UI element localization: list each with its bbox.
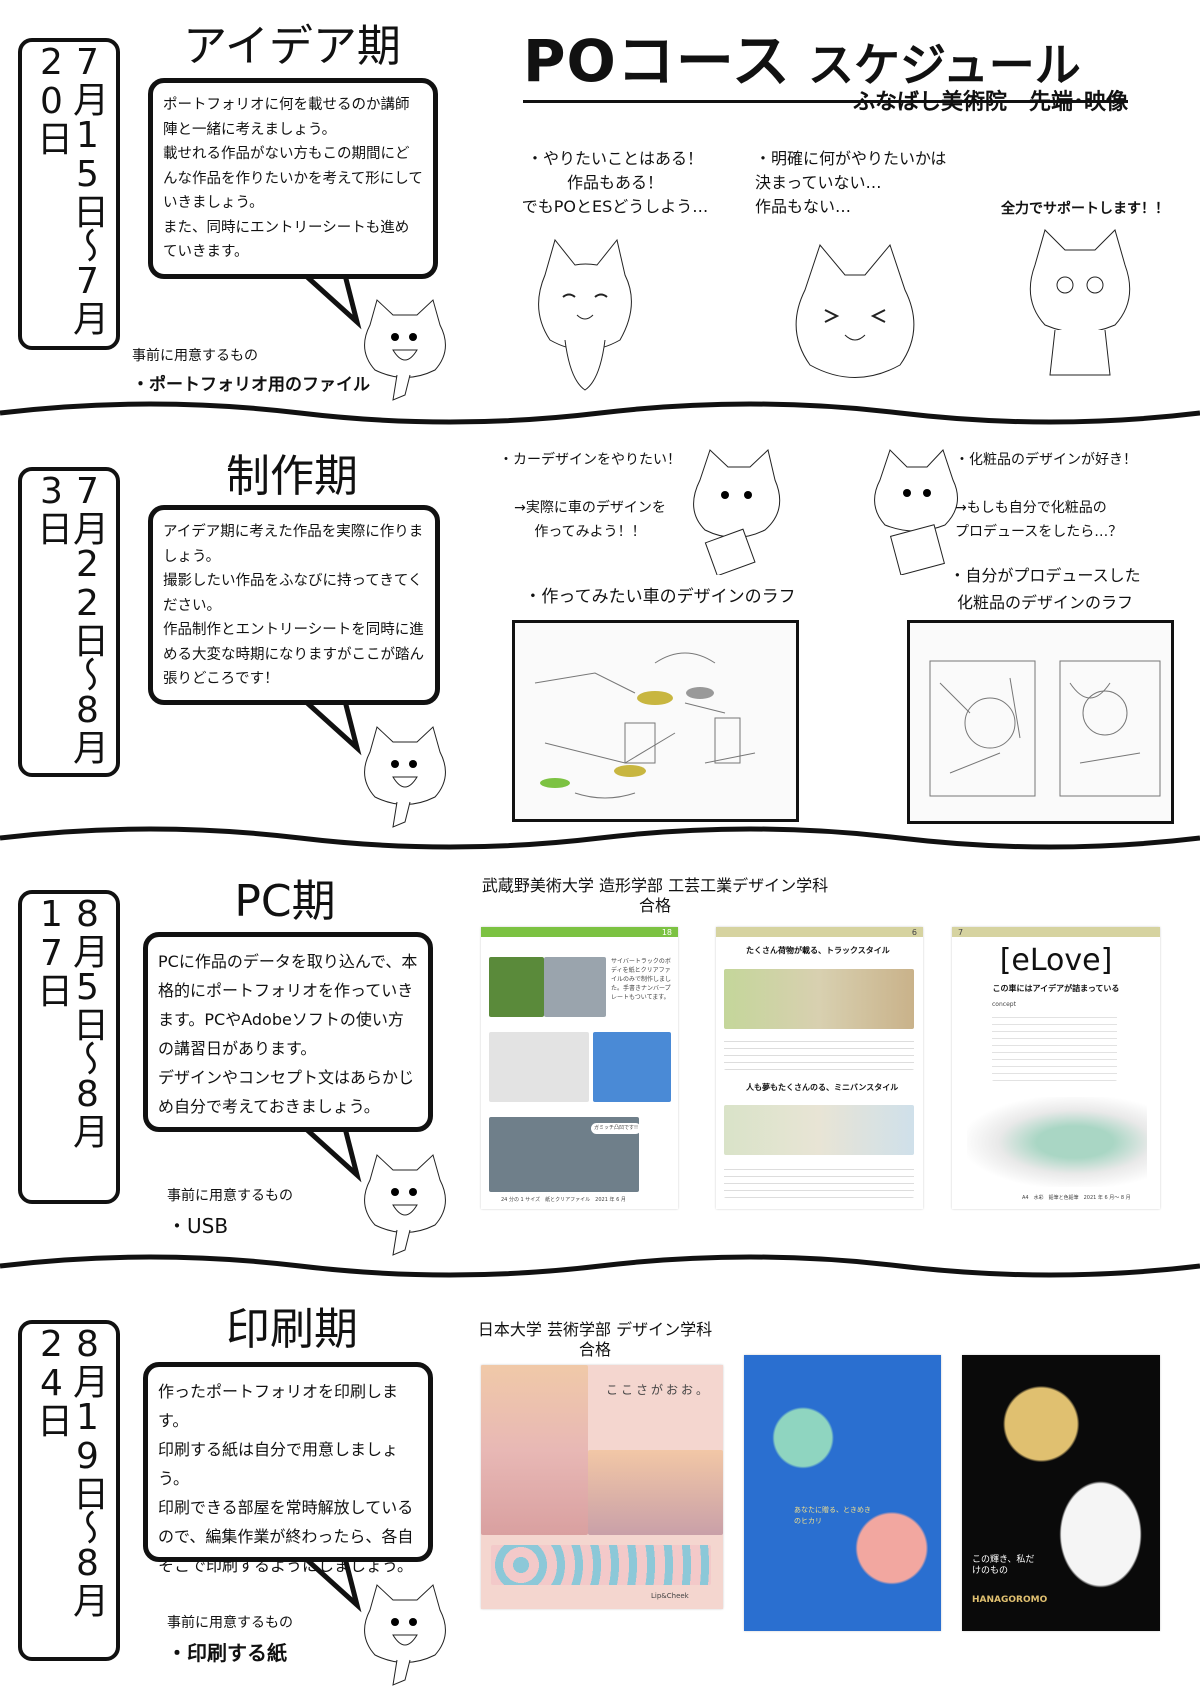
example-car-text: ・カーデザインをやりたい！ →実際に車のデザインを 作ってみよう！！ — [499, 452, 681, 540]
result-musashino: 武蔵野美術大学 造形学部 工芸工業デザイン学科 合格 — [481, 876, 829, 915]
speech-bubble-production: アイデア期に考えた作品を実際に作りましょう。 撮影したい作品をふなびに持ってきて… — [148, 505, 440, 705]
cat-happy-illustration — [538, 238, 632, 391]
page-footer: A4 水彩 鉛筆と色鉛筆 2021 年 6 月〜 8 月 — [1022, 1195, 1131, 1201]
cat-mascot-icon — [364, 299, 446, 401]
date-text: 8月19日〜8月24日 — [31, 1324, 108, 1616]
date-text: 8月5日〜8月17日 — [31, 894, 108, 1147]
portfolio-page-cybertruck: 18 サイバートラックのボディを紙とクリアファイルのみで制作しました。手書きナン… — [481, 927, 678, 1209]
portfolio-work-hanagoromo: この輝き、私だけのもの HANAGOROMO — [962, 1355, 1160, 1631]
prep-item: ・ポートフォリオ用のファイル — [132, 375, 370, 395]
prep-item: ・USB — [167, 1214, 229, 1238]
speech-bubble-printing: 作ったポートフォリオを印刷します。 印刷する紙は自分で用意しましょう。 印刷でき… — [143, 1362, 433, 1575]
intro-support: 全力でサポートします！！ — [1001, 201, 1169, 217]
prep-label: 事前に用意するもの — [167, 1188, 293, 1204]
car-sketch-image — [512, 620, 799, 822]
page-number: 7 — [958, 928, 964, 937]
date-text: 7月15日〜7月20日 — [31, 42, 108, 334]
date-box-production: 7月22日〜8月3日 — [18, 467, 120, 777]
section-divider — [0, 401, 1200, 425]
work-sub: HANAGOROMO — [972, 1595, 1048, 1605]
cosmetics-sketch-image — [907, 620, 1174, 824]
speech-bubble-idea: ポートフォリオに何を載せるのか講師陣と一緒に考えましょう。 載せれる作品がない方… — [148, 78, 438, 279]
example-car-caption: ・作ってみたい車のデザインのラフ — [524, 587, 796, 607]
date-box-idea: 7月15日〜7月20日 — [18, 38, 120, 350]
work-text: ここさがおお。 — [606, 1383, 712, 1397]
cat-teacher-illustration — [1029, 229, 1131, 376]
work-text: あなたに贈る、ときめきのヒカリ — [794, 1506, 871, 1525]
prep-item: ・印刷する紙 — [167, 1641, 287, 1665]
cat-mascot-icon — [364, 1584, 446, 1686]
page-bubble: ガミッチ凸凹です!! — [591, 1123, 642, 1134]
section-title-production: 制作期 — [226, 451, 358, 502]
page-number: 18 — [661, 928, 672, 937]
intro-case1: ・やりたいことはある！ 作品もある！ でもPOとESどうしよう… — [521, 149, 709, 216]
date-text: 7月22日〜8月3日 — [31, 471, 108, 763]
date-box-pc: 8月5日〜8月17日 — [18, 890, 120, 1204]
page-heading: たくさん荷物が載る、トラックスタイル — [746, 946, 890, 955]
bubble-tail — [303, 699, 362, 756]
work-sub: Lip&Cheek — [651, 1592, 689, 1600]
cat-car-designer-illustration — [693, 449, 781, 575]
page-title: POコース スケジュール — [523, 14, 1128, 103]
page-number: 6 — [911, 928, 917, 937]
section-title-printing: 印刷期 — [226, 1304, 358, 1355]
portfolio-page-elove: 7 [eLove] この車にはアイデアが詰まっている concept A4 水彩… — [952, 927, 1160, 1209]
portfolio-page-truck-style: 6 たくさん荷物が載る、トラックスタイル 人も夢もたくさんのる、ミニバンスタイル — [716, 927, 923, 1209]
prep-label: 事前に用意するもの — [167, 1615, 293, 1631]
portfolio-work-lipcheek: ここさがおお。 Lip&Cheek — [481, 1365, 723, 1609]
section-title-pc: PC期 — [234, 876, 336, 927]
page-heading: この車にはアイデアが詰まっている — [992, 984, 1120, 993]
cat-mascot-icon — [364, 726, 446, 828]
prep-label: 事前に用意するもの — [132, 348, 258, 364]
result-nihon: 日本大学 芸術学部 デザイン学科 合格 — [477, 1320, 713, 1359]
cat-cosmetics-illustration — [874, 449, 958, 575]
title-suffix: スケジュール — [808, 38, 1081, 92]
portfolio-work-blue-poster: あなたに贈る、ときめきのヒカリ — [744, 1355, 941, 1631]
date-box-printing: 8月19日〜8月24日 — [18, 1320, 120, 1661]
cat-mascot-icon — [364, 1154, 446, 1256]
section-divider — [0, 1254, 1200, 1278]
page-footer: 24 分の 1 サイズ 紙とクリアファイル 2021 年 6 月 — [501, 1197, 626, 1203]
elove-logo: [eLove] — [999, 943, 1113, 978]
bubble-tail — [303, 273, 362, 330]
concept-label: concept — [992, 1001, 1016, 1008]
subtitle: ふなばし美術院 先端･映像 — [852, 90, 1128, 115]
example-cosmetics-text: ・化粧品のデザインが好き！ →もしも自分で化粧品の プロデュースをしたら…？ — [955, 452, 1137, 540]
intro-case2: ・明確に何がやりたいかは 決まっていない… 作品もない… — [755, 149, 947, 216]
page-heading: 人も夢もたくさんのる、ミニバンスタイル — [746, 1083, 899, 1092]
work-text: この輝き、私だけのもの — [972, 1555, 1035, 1576]
page-text: サイバートラックのボディを紙とクリアファイルのみで制作しました。手書きナンバープ… — [611, 958, 672, 1001]
bubble-tail — [303, 1126, 362, 1183]
cat-crying-illustration — [795, 243, 915, 378]
bubble-tail — [303, 1556, 362, 1613]
speech-bubble-pc: PCに作品のデータを取り込んで、本格的にポートフォリオを作っていきます。PCやA… — [143, 932, 433, 1132]
section-divider — [0, 826, 1200, 850]
title-main: POコース — [523, 27, 791, 95]
section-title-idea: アイデア期 — [183, 21, 401, 72]
example-cosmetics-caption: ・自分がプロデュースした 化粧品のデザインのラフ — [949, 566, 1141, 612]
